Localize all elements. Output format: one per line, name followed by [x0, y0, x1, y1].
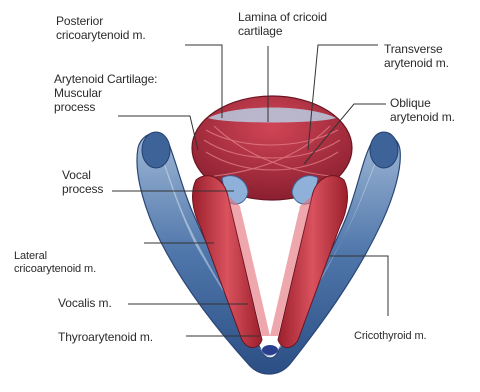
label-transverse-arytenoid: Transverse arytenoid m.	[384, 42, 449, 70]
vocal-fold-muscles	[193, 176, 348, 355]
label-arytenoid-muscular-process: Arytenoid Cartilage: Muscular process	[54, 72, 157, 114]
label-oblique-arytenoid: Oblique arytenoid m.	[390, 96, 455, 124]
label-cricothyroid: Cricothyroid m.	[354, 330, 426, 343]
label-lateral-cricoarytenoid: Lateral cricoarytenoid m.	[14, 250, 96, 276]
label-vocal-process: Vocal process	[62, 168, 103, 196]
label-vocalis: Vocalis m.	[58, 296, 112, 310]
label-lamina-of-cricoid: Lamina of cricoid cartilage	[238, 10, 327, 38]
label-posterior-cricoarytenoid: Posterior cricoarytenoid m.	[56, 14, 146, 42]
label-thyroarytenoid: Thyroarytenoid m.	[58, 330, 153, 344]
